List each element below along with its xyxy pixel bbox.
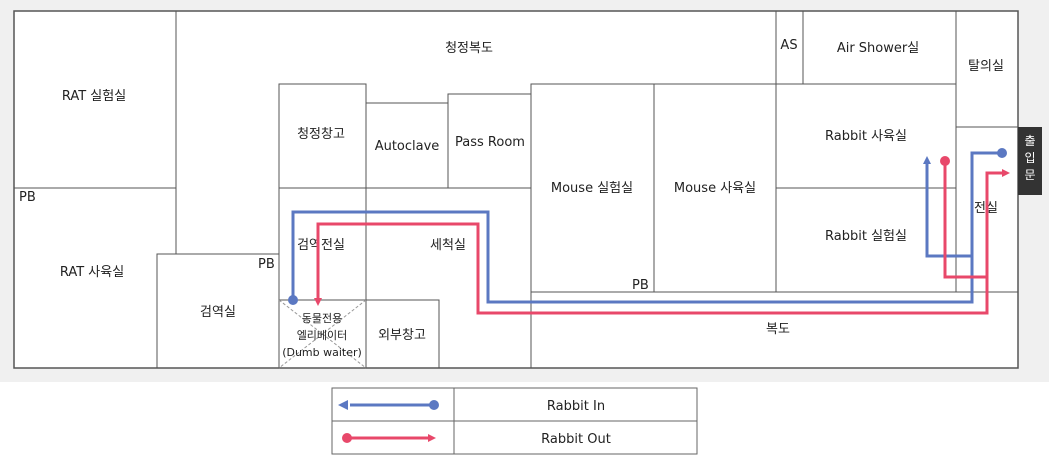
entrance-char-2: 입	[1024, 151, 1035, 165]
label-pb-mouse: PB	[632, 278, 649, 293]
label-mouse-lab: Mouse 실험실	[551, 181, 633, 196]
label-rabbit-lab: Rabbit 실험실	[825, 229, 907, 244]
elevator-cross	[278, 299, 367, 369]
entrance-char-1: 출	[1024, 134, 1035, 148]
label-air-shower: Air Shower실	[837, 41, 919, 56]
label-corridor: 복도	[766, 322, 790, 337]
label-elevator-line2: 엘리베이터	[297, 329, 348, 342]
legend-out-dot	[342, 433, 352, 443]
building-outline	[13, 10, 1019, 369]
label-rat-rearing: RAT 사육실	[60, 265, 124, 280]
label-clean-corridor: 청정복도	[445, 41, 493, 56]
legend-in-dot	[429, 400, 439, 410]
rabbit-in-branch	[923, 156, 972, 258]
rabbit-in-start-dot	[997, 148, 1007, 158]
label-clean-storage: 청정창고	[297, 127, 345, 142]
label-rat-lab: RAT 실험실	[62, 89, 126, 104]
label-quarantine-anteroom: 검역전실	[297, 238, 345, 253]
label-elevator-line1: 동물전용	[302, 312, 342, 325]
label-mouse-rearing: Mouse 사육실	[674, 181, 756, 196]
label-pass-room: Pass Room	[455, 135, 525, 150]
label-pb-quarantine: PB	[258, 257, 275, 272]
label-elevator-line3: (Dumb waiter)	[282, 346, 362, 359]
label-rabbit-rearing: Rabbit 사육실	[825, 129, 907, 144]
entrance-sign: 출 입 문	[1018, 127, 1042, 195]
label-air-shower-short: AS	[780, 38, 797, 53]
label-pb-left: PB	[19, 190, 36, 205]
rabbit-out-path	[316, 169, 1010, 315]
legend-label-out: Rabbit Out	[541, 432, 611, 447]
label-changing-room: 탈의실	[968, 59, 1004, 74]
label-inspection-room: 검역실	[200, 305, 236, 320]
legend-label-in: Rabbit In	[547, 399, 605, 414]
label-washing-room: 세척실	[430, 238, 466, 253]
legend-in-arrowhead	[338, 400, 348, 410]
label-outer-storage: 외부창고	[378, 328, 426, 343]
rabbit-in-path	[291, 151, 1002, 304]
walls	[14, 11, 1018, 369]
legend: Rabbit In Rabbit Out	[331, 387, 698, 455]
entrance-char-3: 문	[1024, 168, 1035, 182]
rabbit-out-start-dot	[940, 156, 950, 166]
rabbit-in-end-dot	[288, 295, 298, 305]
label-autoclave: Autoclave	[375, 139, 440, 154]
rabbit-out-branch	[943, 161, 987, 279]
